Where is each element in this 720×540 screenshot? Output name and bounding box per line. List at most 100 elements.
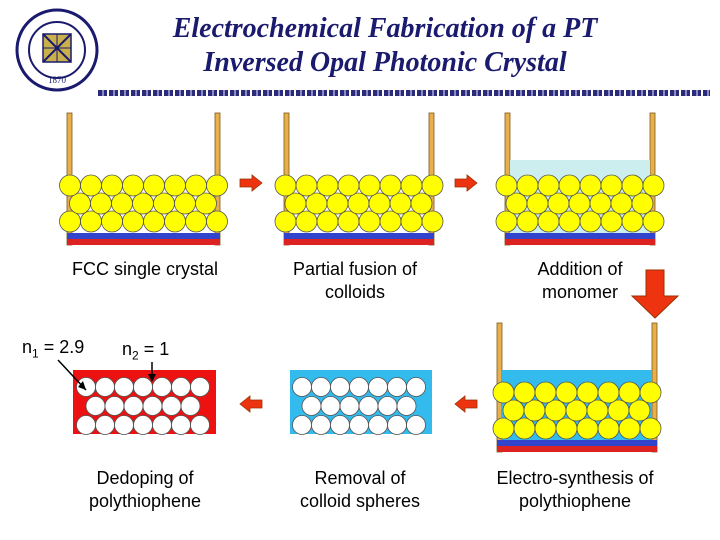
colloid-sphere (195, 192, 217, 215)
label-n2: n2 = 1 (122, 339, 170, 363)
colloid-sphere (101, 174, 123, 197)
void-sphere (152, 377, 172, 397)
colloid-sphere (544, 399, 567, 422)
caption-removal-line2: colloid spheres (299, 491, 421, 511)
void-sphere (406, 415, 426, 435)
colloid-sphere (610, 192, 633, 215)
arrow-step5-to-6 (239, 395, 263, 413)
void-sphere (406, 377, 426, 397)
colloid-sphere (537, 210, 560, 233)
colloid-sphere (164, 174, 186, 197)
colloid-sphere (597, 381, 620, 404)
void-sphere (320, 396, 341, 416)
void-sphere (123, 396, 144, 416)
void-sphere (95, 377, 115, 397)
caption-electro-synthesis: Electro-synthesis of polythiophene (480, 467, 670, 513)
colloid-sphere (132, 192, 154, 215)
void-sphere (76, 415, 96, 435)
electrode-red (67, 239, 220, 245)
colloid-sphere (513, 381, 536, 404)
arrow-step1-to-2 (239, 174, 263, 192)
colloid-sphere (400, 174, 423, 197)
colloid-sphere (618, 381, 641, 404)
void-sphere (292, 377, 312, 397)
colloid-sphere (174, 192, 196, 215)
caption-partial-fusion-line2: colloids (324, 282, 386, 302)
colloid-sphere (274, 210, 297, 233)
colloid-sphere (400, 210, 423, 233)
caption-electro-line2: polythiophene (518, 491, 632, 511)
colloid-sphere (164, 210, 186, 233)
electrode-blue (505, 233, 655, 239)
void-sphere (396, 396, 417, 416)
container-dedoping (73, 370, 216, 435)
void-sphere (152, 415, 172, 435)
void-sphere (190, 415, 210, 435)
container-monomer (495, 112, 665, 246)
title-divider (98, 90, 710, 96)
void-sphere (161, 396, 182, 416)
colloid-sphere (153, 192, 175, 215)
caption-partial-fusion: Partial fusion of colloids (270, 258, 440, 304)
title-line-2: Inversed Opal Photonic Crystal (203, 47, 567, 78)
electrode-red (505, 239, 655, 245)
colloid-sphere (206, 210, 228, 233)
colloid-sphere (421, 174, 444, 197)
caption-addition-monomer: Addition of monomer (495, 258, 665, 304)
colloid-sphere (122, 174, 144, 197)
colloid-sphere (631, 192, 654, 215)
colloid-sphere (90, 192, 112, 215)
void-sphere (85, 396, 106, 416)
colloid-sphere (579, 210, 602, 233)
colloid-sphere (495, 210, 518, 233)
colloid-sphere (59, 174, 81, 197)
colloid-sphere (600, 210, 623, 233)
pointer-n2-head (148, 374, 156, 382)
electrode-red (497, 446, 657, 452)
colloid-sphere (639, 381, 662, 404)
colloid-sphere (558, 174, 581, 197)
colloid-sphere (534, 417, 557, 440)
arrow-shape (454, 395, 478, 413)
colloid-sphere (69, 192, 91, 215)
void-sphere (358, 396, 379, 416)
caption-addition-line2: monomer (541, 282, 619, 302)
void-sphere (142, 396, 163, 416)
colloid-sphere (274, 174, 297, 197)
colloid-sphere (526, 192, 549, 215)
void-sphere (104, 396, 125, 416)
caption-removal-line1: Removal of (314, 468, 406, 488)
void-sphere (133, 377, 153, 397)
void-sphere (311, 415, 331, 435)
colloid-sphere (80, 174, 102, 197)
pointer-n1-head (78, 381, 86, 390)
caption-dedoping-line1: Dedoping of (96, 468, 194, 488)
void-sphere (349, 377, 369, 397)
void-sphere (301, 396, 322, 416)
colloid-sphere (576, 417, 599, 440)
colloid-sphere (143, 174, 165, 197)
colloid-sphere (628, 399, 651, 422)
colloid-sphere (316, 210, 339, 233)
colloid-sphere (316, 174, 339, 197)
colloid-sphere (516, 210, 539, 233)
colloid-sphere (537, 174, 560, 197)
colloid-sphere (389, 192, 412, 215)
colloid-sphere (568, 192, 591, 215)
void-sphere (311, 377, 331, 397)
colloid-sphere (80, 210, 102, 233)
arrow-shape (239, 174, 263, 192)
arrow-step3-to-4 (630, 269, 680, 319)
colloid-sphere (586, 399, 609, 422)
void-sphere (114, 415, 134, 435)
colloid-sphere (185, 210, 207, 233)
void-sphere (330, 415, 350, 435)
colloid-sphere (502, 399, 525, 422)
arrow-shape (630, 269, 680, 319)
void-sphere (368, 415, 388, 435)
void-sphere (339, 396, 360, 416)
colloid-sphere (639, 417, 662, 440)
arrow-step2-to-3 (454, 174, 478, 192)
colloid-sphere (621, 210, 644, 233)
